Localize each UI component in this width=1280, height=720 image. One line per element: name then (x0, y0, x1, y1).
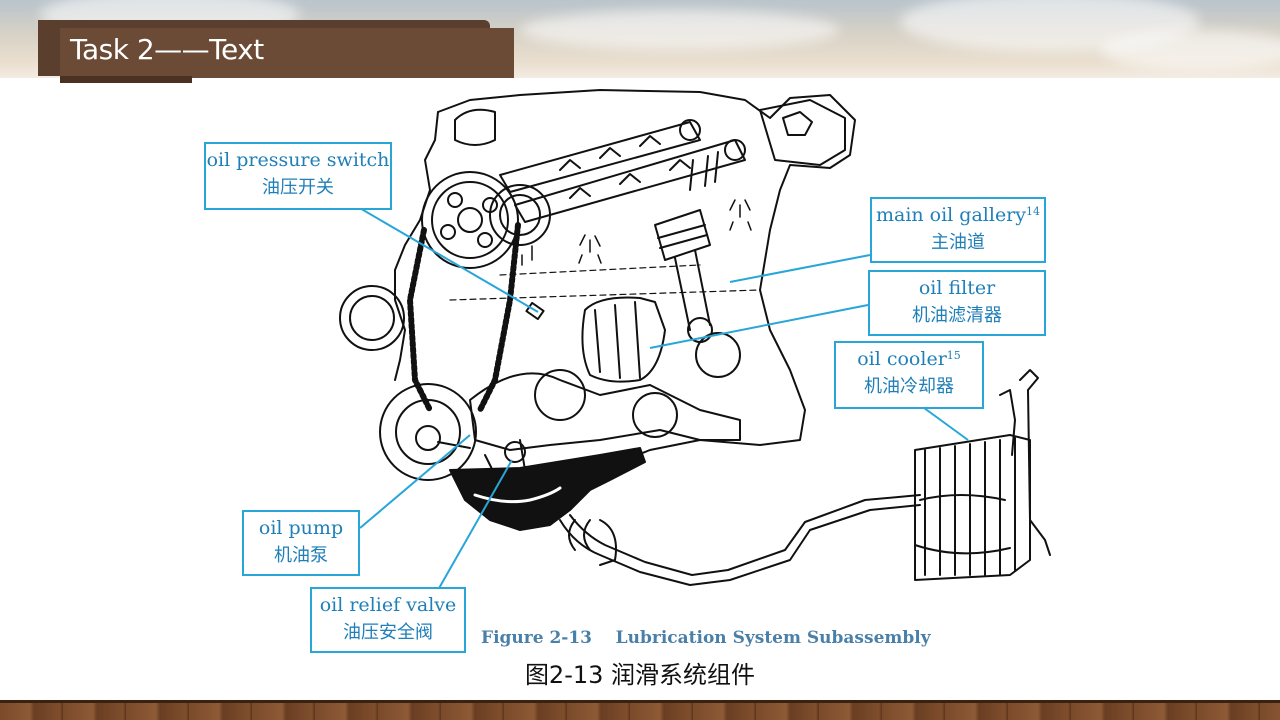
wood-floor-decoration (0, 700, 1280, 720)
callout-footnote: 14 (1026, 205, 1041, 218)
callout-label-zh: 油压安全阀 (343, 622, 433, 643)
callout-oil-pressure-switch: oil pressure switch 油压开关 (204, 142, 392, 210)
callout-label-zh: 机油冷却器 (864, 376, 954, 397)
callout-label-en: main oil gallery (875, 204, 1027, 226)
slide-title: Task 2——Text (70, 33, 264, 66)
callout-label-zh: 主油道 (931, 232, 985, 253)
callout-label-en: oil pressure switch (206, 149, 390, 171)
callout-label-en: oil cooler (857, 348, 947, 370)
callout-oil-filter: oil filter 机油滤清器 (868, 270, 1046, 336)
title-tab (60, 76, 192, 83)
title-bar-inner (60, 28, 514, 78)
callout-label-en: oil filter (918, 277, 996, 299)
floor-edge (0, 700, 1280, 703)
callout-oil-cooler: oil cooler15 机油冷却器 (834, 341, 984, 409)
callout-label-zh: 机油泵 (274, 545, 328, 566)
callout-oil-relief-valve: oil relief valve 油压安全阀 (310, 587, 466, 653)
callout-footnote: 15 (946, 349, 961, 362)
figure-caption-zh: 图2-13 润滑系统组件 (524, 661, 756, 689)
sky-background (0, 0, 1280, 78)
callout-main-oil-gallery: main oil gallery14 主油道 (870, 197, 1046, 263)
callout-label-zh: 机油滤清器 (912, 305, 1002, 326)
callout-label-en: oil pump (258, 517, 344, 539)
figure-caption-en: Figure 2-13 Lubrication System Subassemb… (481, 628, 931, 648)
callout-oil-pump: oil pump 机油泵 (242, 510, 360, 576)
callout-label-en: oil relief valve (319, 594, 457, 616)
callout-label-zh: 油压开关 (262, 177, 334, 198)
